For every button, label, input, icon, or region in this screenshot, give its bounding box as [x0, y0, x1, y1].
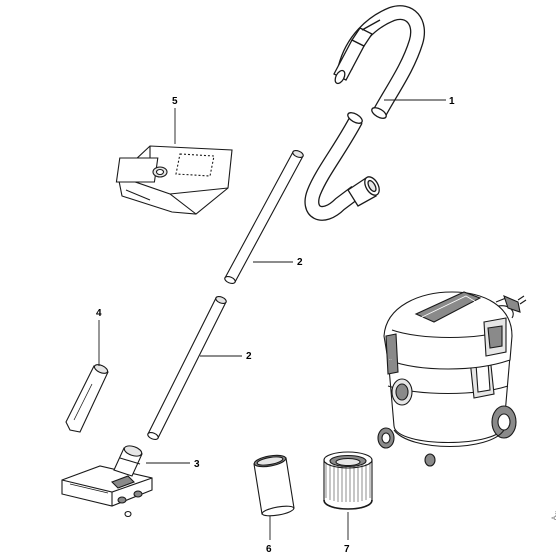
- callout-label-1: 1: [449, 96, 455, 107]
- extension-tube-upper-icon: [224, 149, 304, 285]
- crevice-nozzle-icon: [65, 364, 109, 433]
- callout-label-3: 3: [194, 459, 200, 470]
- callout-label-4: 4: [96, 308, 102, 319]
- cartridge-filter-icon: [323, 451, 373, 510]
- callout-label-2a: 2: [297, 257, 303, 268]
- svg-text:..: ..: [389, 356, 392, 362]
- hose-connector-icon: [347, 176, 380, 207]
- flat-filter-icon: [253, 454, 295, 517]
- floor-nozzle-icon: [61, 445, 153, 518]
- wet-dry-vacuum-icon: ..: [377, 291, 527, 467]
- callout-label-6: 6: [266, 544, 272, 555]
- extension-tube-lower-icon: [147, 295, 227, 441]
- filter-bag-icon: [115, 145, 233, 215]
- callout-label-7: 7: [344, 544, 350, 555]
- callout-label-5: 5: [172, 96, 178, 107]
- hose-handle-icon: [333, 19, 381, 85]
- callout-label-2b: 2: [246, 351, 252, 362]
- drawing-code: A...: [552, 511, 558, 520]
- suction-hose-icon: [304, 5, 425, 221]
